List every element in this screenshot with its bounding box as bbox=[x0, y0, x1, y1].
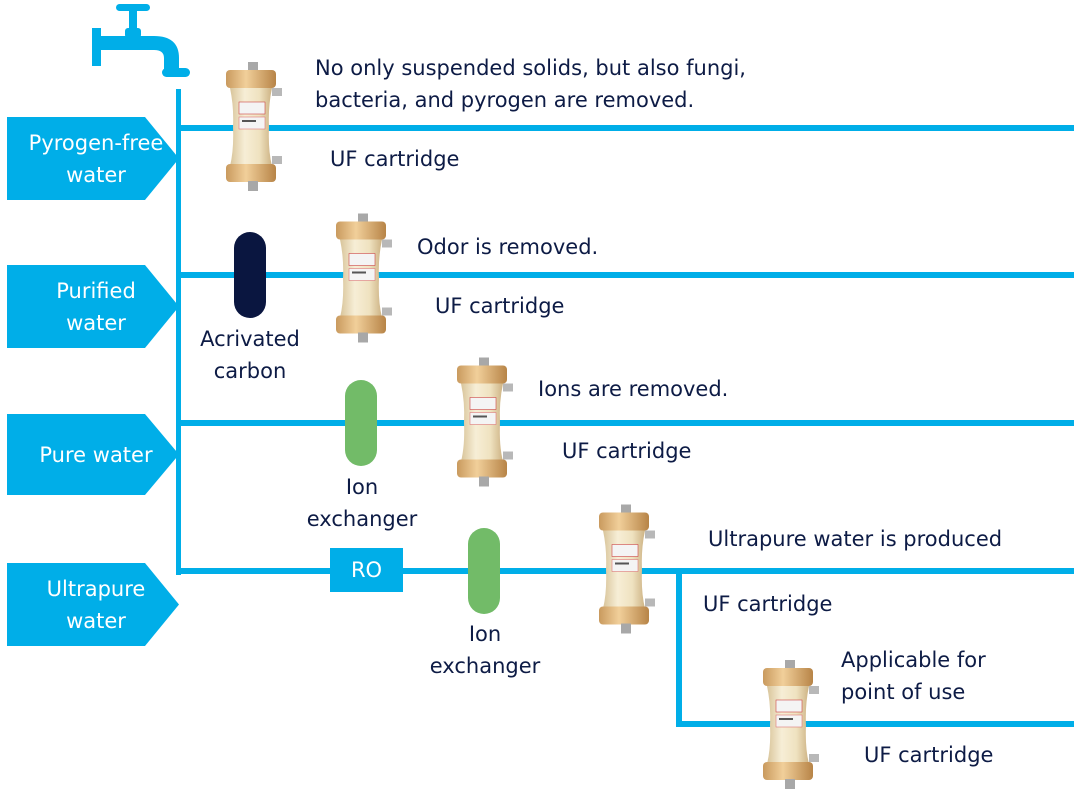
ion-exchanger-label-1b: exchanger bbox=[306, 507, 418, 531]
output-label-text: Pure water bbox=[39, 442, 153, 467]
output-label-pure: Pure water bbox=[7, 414, 185, 495]
ion-exchanger-component-1 bbox=[345, 380, 377, 466]
activated-carbon-label-a: Acrivated bbox=[200, 327, 300, 351]
cartridge-label-5: UF cartridge bbox=[864, 743, 994, 767]
ion-exchanger-label-2b: exchanger bbox=[429, 654, 541, 678]
water-faucet-icon bbox=[92, 4, 190, 77]
description-3: Ions are removed. bbox=[538, 377, 729, 401]
pipe-purified bbox=[176, 272, 1074, 278]
pipe-pure bbox=[176, 420, 1074, 426]
activated-carbon-component bbox=[234, 232, 266, 318]
ro-unit: RO bbox=[330, 548, 403, 592]
uf-cartridge-4 bbox=[595, 497, 665, 642]
uf-cartridge-2 bbox=[332, 206, 402, 351]
cartridge-label-3: UF cartridge bbox=[562, 439, 692, 463]
description-line-1a: No only suspended solids, but also fungi… bbox=[315, 56, 746, 80]
description-4: Ultrapure water is produced bbox=[708, 527, 1003, 551]
description-5b: point of use bbox=[841, 680, 966, 704]
description-2: Odor is removed. bbox=[417, 235, 599, 259]
activated-carbon-label-b: carbon bbox=[213, 359, 287, 383]
pipe-pyrogen-free bbox=[176, 125, 1074, 131]
output-label-text: Pyrogen-free water bbox=[28, 130, 164, 187]
output-label-text: Ultrapure water bbox=[46, 576, 146, 633]
output-label-pyrogen-free: Pyrogen-free water bbox=[7, 117, 185, 200]
uf-cartridge-3 bbox=[453, 350, 523, 495]
pipe-point-of-use-vertical bbox=[676, 568, 682, 727]
main-vertical-pipe bbox=[176, 89, 181, 575]
uf-cartridge-1 bbox=[222, 62, 292, 192]
ion-exchanger-component-2 bbox=[468, 528, 500, 614]
cartridge-label-1: UF cartridge bbox=[330, 147, 460, 171]
ion-exchanger-label-2a: Ion bbox=[468, 622, 502, 646]
output-label-text: Purified water bbox=[56, 278, 136, 335]
description-line-1b: bacteria, and pyrogen are removed. bbox=[315, 88, 695, 112]
cartridge-label-2: UF cartridge bbox=[435, 294, 565, 318]
ion-exchanger-label-1a: Ion bbox=[345, 475, 379, 499]
description-5a: Applicable for bbox=[841, 648, 986, 672]
output-label-ultrapure: Ultrapure water bbox=[7, 563, 185, 646]
output-label-purified: Purified water bbox=[7, 265, 185, 348]
pipe-point-of-use bbox=[676, 721, 1074, 727]
cartridge-label-4: UF cartridge bbox=[703, 592, 833, 616]
uf-cartridge-5 bbox=[759, 650, 829, 800]
